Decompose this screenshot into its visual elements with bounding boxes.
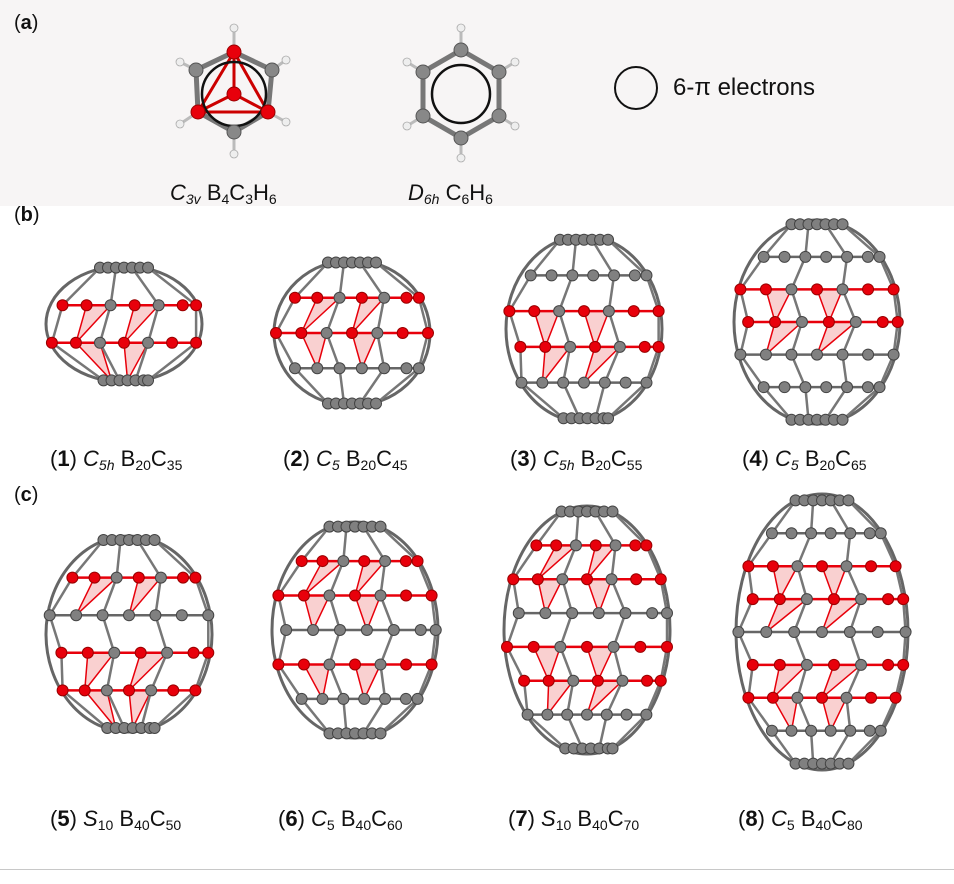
boron-region — [532, 544, 625, 717]
cage-atoms — [734, 218, 904, 426]
boron-region — [74, 304, 161, 383]
pi-electron-ring-icon — [614, 66, 658, 110]
cage-bonds — [44, 534, 214, 734]
cage-atoms — [503, 233, 665, 425]
cage-atoms — [732, 494, 912, 770]
cage-atoms — [500, 505, 674, 755]
b4c3h6-molecule — [175, 23, 291, 159]
caption-b4c3h6: C3v B4C3H6 — [170, 180, 277, 207]
cage-5-b40c50 — [43, 534, 215, 734]
legend-label: 6-π electrons — [673, 74, 815, 101]
caption-compound-6: (6) C5 B40C60 — [278, 806, 403, 833]
caption-compound-8: (8) C5 B40C80 — [738, 806, 863, 833]
panel-label-c: (c) — [14, 484, 39, 506]
cage-3-b20c55 — [503, 233, 665, 425]
caption-compound-2: (2) C5 B20C45 — [283, 446, 408, 473]
cage-1-b20c35 — [44, 261, 204, 387]
cage-bonds — [504, 234, 664, 424]
cage-atoms — [270, 256, 434, 410]
boron-region — [533, 310, 622, 386]
benzene-molecule — [402, 23, 520, 163]
caption-c6h6: D6h C6H6 — [408, 180, 493, 207]
panel-label-b: (b) — [14, 204, 40, 226]
cage-bonds — [44, 264, 204, 384]
boron-region — [302, 560, 387, 702]
cage-atoms — [43, 534, 215, 734]
cage-atoms — [45, 261, 203, 387]
cage-bonds — [732, 218, 902, 426]
cage-atoms — [272, 520, 442, 740]
boron-region — [765, 565, 864, 733]
cage-bonds — [270, 520, 440, 740]
panel-label-a: (a) — [14, 12, 39, 34]
cage-6-b40c60 — [270, 520, 442, 740]
caption-compound-4: (4) C5 B20C65 — [742, 446, 867, 473]
boron-region — [764, 288, 858, 357]
caption-compound-5: (5) S10 B40C50 — [50, 806, 182, 833]
cage-2-b20c45 — [270, 256, 434, 410]
caption-compound-1: (1) C5h B20C35 — [50, 446, 183, 473]
cage-8-b40c80 — [732, 492, 912, 772]
panel-a-background — [0, 0, 954, 206]
cage-7-b40c70 — [500, 504, 674, 756]
cage-4-b20c65 — [732, 218, 904, 426]
caption-compound-3: (3) C5h B20C55 — [510, 446, 643, 473]
caption-compound-7: (7) S10 B40C70 — [508, 806, 640, 833]
bottom-rule — [0, 869, 954, 870]
